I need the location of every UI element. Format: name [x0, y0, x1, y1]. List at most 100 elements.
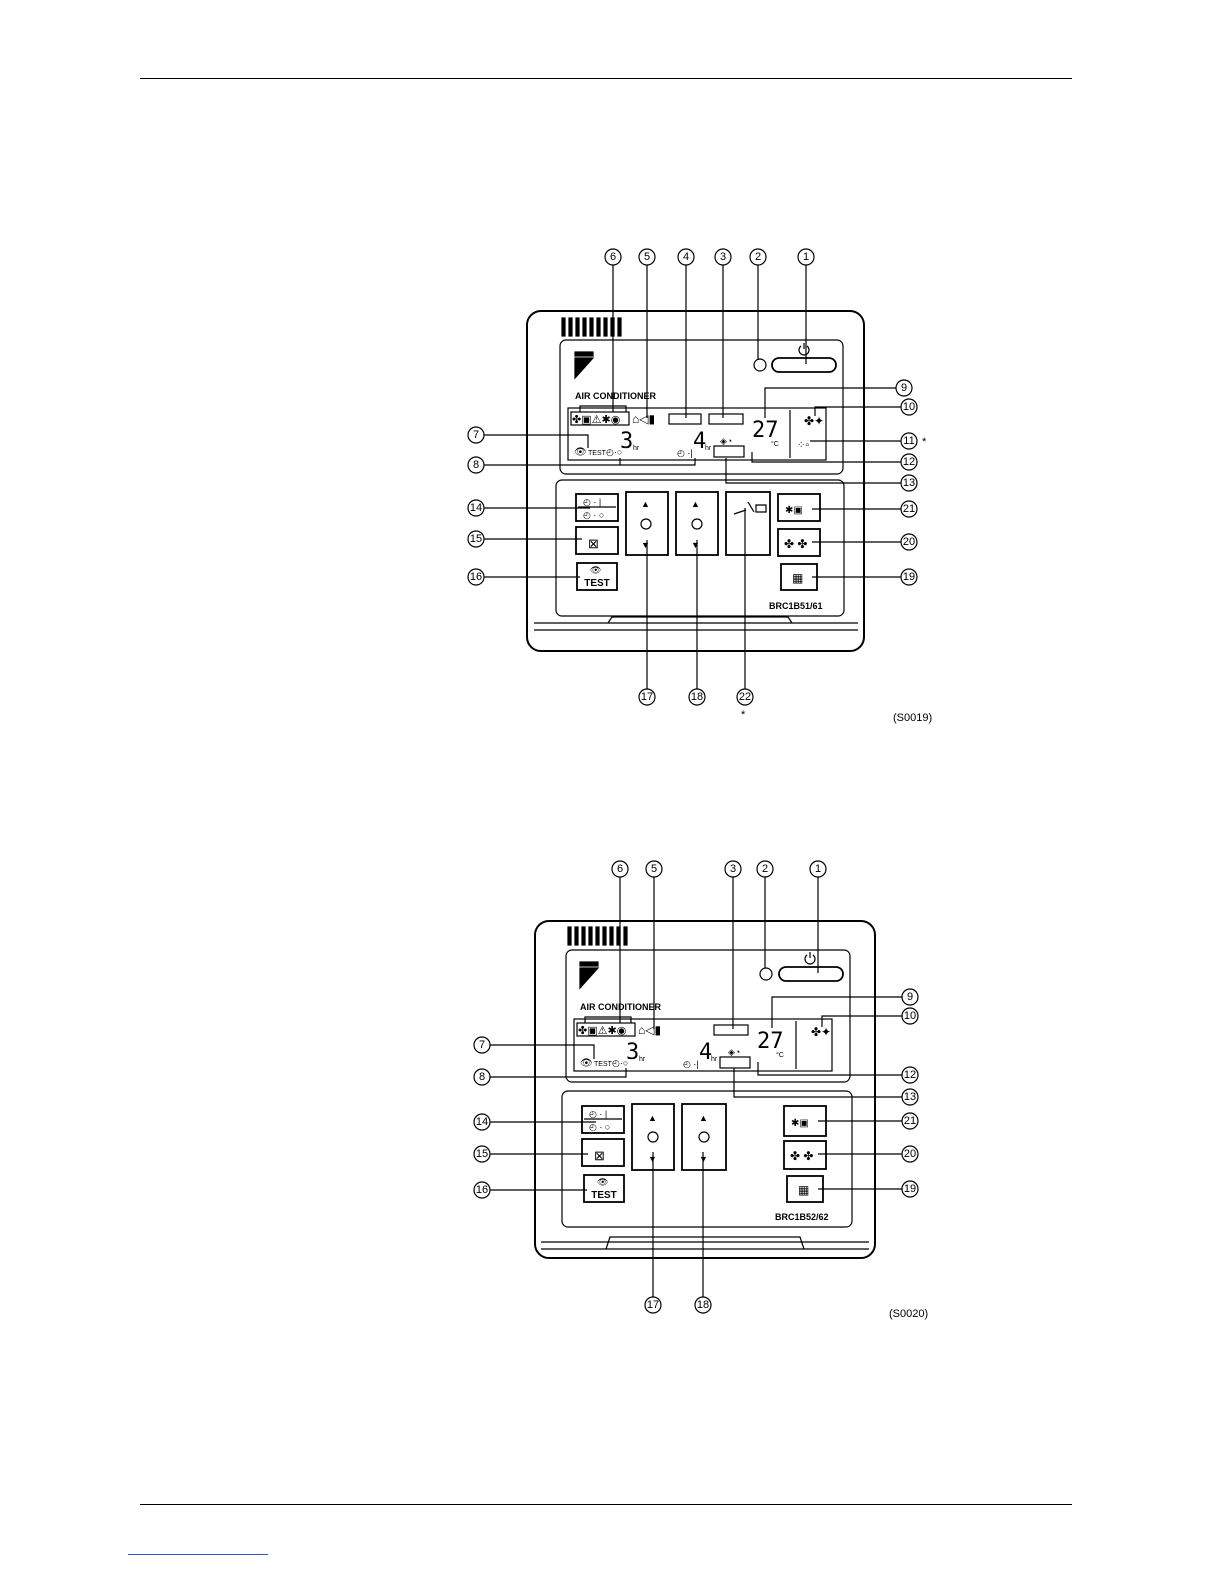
operation-mode-icon: ✱▣	[785, 505, 803, 516]
mode-icons: ✤▣⚠✱◉	[570, 411, 630, 426]
inspection-test-button-2[interactable]	[583, 1174, 625, 1203]
svg-text:15: 15	[470, 533, 482, 545]
lcd-mode-box-3	[708, 413, 744, 425]
asterisk-note-22: *	[741, 709, 746, 721]
fan-icon-2: ✤ ✤	[790, 1149, 813, 1163]
svg-text:4: 4	[683, 251, 689, 263]
set-temperature: 27	[752, 418, 779, 443]
header-rule	[140, 78, 1072, 79]
vent-slots-2	[567, 926, 628, 946]
svg-text:20: 20	[903, 536, 915, 548]
filter-sign-icon: ◈◔	[720, 436, 732, 446]
svg-text:10: 10	[903, 401, 915, 413]
timer-hr-1b: hr	[639, 1056, 646, 1063]
timer-down-icon: ▼	[641, 540, 650, 550]
lcd-mode-box-4	[668, 413, 702, 425]
svg-text:2: 2	[755, 251, 761, 263]
svg-text:18: 18	[697, 1299, 709, 1311]
timer-hr-2b: hr	[711, 1056, 718, 1063]
timer-off-icon-2: ◴·○	[612, 1058, 628, 1068]
svg-text:◴ · ○: ◴ · ○	[589, 1122, 610, 1132]
air-flow-direction-button[interactable]	[725, 491, 771, 556]
timer-hours-1b: 3	[626, 1040, 639, 1065]
asterisk-note-11: *	[922, 436, 927, 448]
filter-sign-icon-2: ◈◔	[728, 1047, 740, 1057]
svg-text:◴ · ○: ◴ · ○	[583, 510, 604, 520]
svg-text:6: 6	[617, 863, 623, 875]
svg-text:21: 21	[904, 1115, 916, 1127]
svg-text:14: 14	[470, 502, 482, 514]
model-name-2: BRC1B52/62	[775, 1212, 829, 1222]
brand-text: AIR CONDITIONER	[575, 391, 657, 401]
lcd-test-2: TEST	[594, 1061, 613, 1068]
callouts-right-2: 9 10 12 13 21 20 19	[733, 988, 919, 1198]
svg-text:8: 8	[473, 459, 479, 471]
svg-text:1: 1	[815, 863, 821, 875]
thermometer-icon	[691, 518, 703, 530]
callouts-bottom-2: 17 18	[644, 1152, 712, 1314]
footer-link-underline[interactable]	[128, 1554, 268, 1555]
svg-text:9: 9	[907, 991, 913, 1003]
lcd-test: TEST	[588, 450, 607, 457]
timer-hr-1: hr	[633, 445, 640, 452]
temp-unit-2: °C	[776, 1051, 784, 1059]
on-off-button[interactable]	[771, 357, 837, 373]
callouts-right: 9 10 11 * 12 13 21 20 19	[725, 379, 927, 586]
temperature-adjust-button-2[interactable]	[681, 1103, 727, 1171]
svg-text:1: 1	[803, 251, 809, 263]
ventilation-icon: ⌂◁▮	[632, 412, 655, 426]
thermometer-icon-2	[698, 1131, 710, 1143]
operation-lamp	[753, 358, 767, 372]
lcd-mode-box-3b	[713, 1024, 749, 1036]
svg-text:13: 13	[904, 1091, 916, 1103]
reservation-button-2[interactable]	[581, 1138, 625, 1167]
temp-down-icon: ▼	[691, 540, 700, 550]
reservation-icon-2: ⊠	[594, 1148, 605, 1163]
inspection-eye-icon: 👁	[590, 565, 601, 575]
power-icon-2	[804, 952, 816, 965]
defrost-box	[713, 445, 745, 458]
operation-mode-button[interactable]	[777, 493, 821, 522]
operation-mode-icon-2: ✱▣	[791, 1118, 809, 1129]
svg-text:✤▣⚠✱◉: ✤▣⚠✱◉	[572, 414, 620, 426]
callouts-left: 7 8 14 15 16	[467, 426, 696, 586]
timer-mode-button-2[interactable]	[581, 1105, 625, 1134]
timer-off-icon: ◴·○	[606, 447, 622, 457]
fan-speed-button-2[interactable]	[783, 1140, 827, 1170]
reservation-button[interactable]	[575, 526, 619, 555]
timer-on-icon-2: ◴ ·|	[683, 1059, 699, 1069]
timer-hr-2: hr	[705, 445, 712, 452]
svg-text:7: 7	[479, 1039, 485, 1051]
svg-text:10: 10	[904, 1010, 916, 1022]
vent-slots	[561, 317, 622, 337]
lcd-display	[567, 407, 827, 461]
daikin-logo-icon-2	[579, 961, 600, 990]
fan-speed-icon-2: ✤✦	[811, 1025, 831, 1039]
svg-text:12: 12	[903, 456, 915, 468]
svg-text:2: 2	[762, 863, 768, 875]
svg-text:18: 18	[691, 691, 703, 703]
inspection-icon-2: 👁	[580, 1058, 593, 1069]
svg-text:5: 5	[651, 863, 657, 875]
fan-speed-icon: ✤✦	[804, 414, 824, 428]
svg-text:3: 3	[730, 863, 736, 875]
callouts-left-2: 7 8 14 15 16	[473, 1036, 627, 1199]
svg-text:5: 5	[644, 251, 650, 263]
figure-code: (S0019)	[893, 712, 932, 724]
ventilation-icon-2: ⌂◁▮	[638, 1023, 661, 1037]
fan-icon: ✤ ✤	[784, 537, 807, 551]
defrost-box-2	[719, 1056, 751, 1069]
timer-mode-icons-2: ◴ · |	[589, 1109, 607, 1119]
svg-text:17: 17	[647, 1299, 659, 1311]
timer-up-icon-2: ▲	[648, 1113, 657, 1123]
figure-brc1b52: AIR CONDITIONER ✤▣⚠✱◉ ⌂◁▮ 27 °C ✤✦ 👁 TES…	[473, 860, 928, 1320]
reservation-icon: ⊠	[588, 536, 599, 551]
swing-icon	[733, 501, 767, 515]
inspection-icon: 👁	[574, 447, 587, 458]
test-button-label-2: TEST	[591, 1190, 617, 1201]
on-off-button-2[interactable]	[778, 966, 844, 982]
svg-text:15: 15	[476, 1148, 488, 1160]
svg-text:8: 8	[479, 1071, 485, 1083]
timer-clock-icon-2	[647, 1131, 659, 1143]
